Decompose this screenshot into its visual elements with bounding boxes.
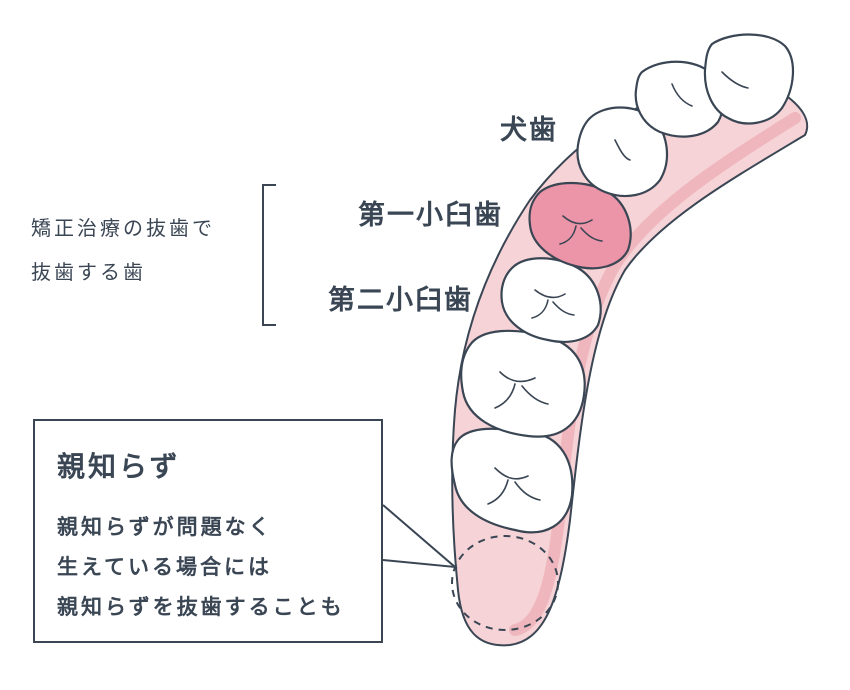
extraction-bracket	[262, 184, 276, 326]
molar-upper	[460, 329, 586, 438]
second-premolar-tooth	[500, 257, 602, 343]
canine-label: 犬歯	[500, 115, 558, 146]
callout-line-3: 親知らずを抜歯することも	[57, 595, 345, 619]
second-premolar-label: 第二小臼歯	[328, 285, 473, 316]
callout-line-1: 親知らずが問題なく	[57, 515, 273, 539]
wisdom-tooth-outline	[451, 535, 559, 631]
callout-line-2: 生えている場合には	[57, 555, 272, 579]
extraction-note-line2: 抜歯する歯	[31, 260, 146, 284]
gum-inner-shade	[509, 112, 801, 636]
wisdom-tooth-callout: 親知らず 親知らずが問題なく 生えている場合には 親知らずを抜歯することも	[33, 419, 383, 643]
lateral-incisor-tooth	[634, 60, 725, 138]
first-premolar-label: 第一小臼歯	[358, 200, 503, 231]
extraction-note-line1: 矯正治療の抜歯で	[31, 216, 215, 240]
callout-title: 親知らず	[57, 450, 181, 483]
callout-pointer	[382, 504, 459, 569]
central-incisor-tooth	[703, 33, 795, 125]
